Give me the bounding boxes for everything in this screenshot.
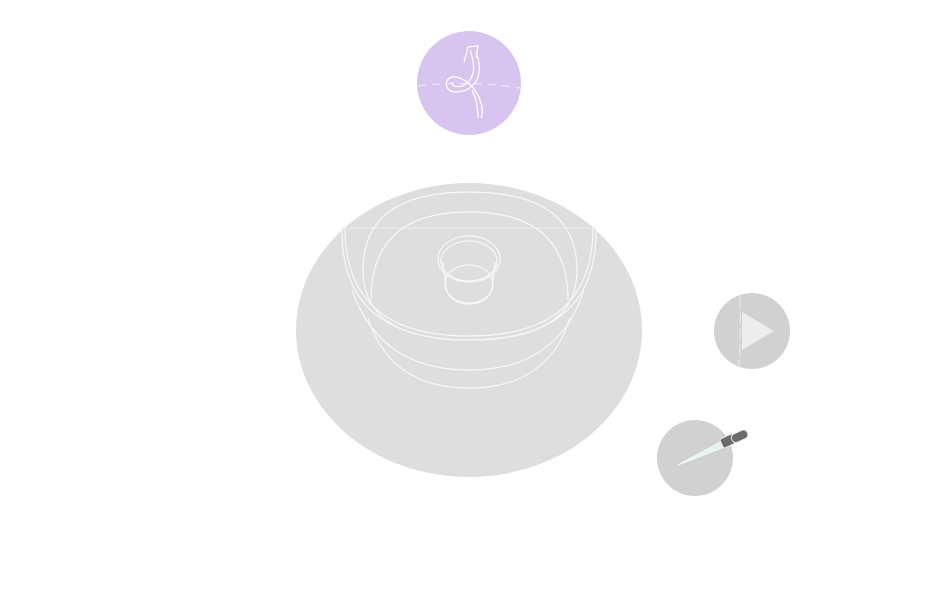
dashed-line (738, 295, 741, 369)
bundt-pan[interactable] (296, 183, 642, 477)
pan-outline (341, 191, 597, 389)
play-icon (742, 312, 774, 350)
stir-arrow-icon (445, 45, 483, 119)
dropper-button[interactable] (657, 420, 749, 496)
mix-button[interactable] (417, 31, 521, 135)
dashed-line (417, 82, 521, 89)
play-button[interactable] (714, 293, 790, 369)
plate[interactable] (296, 183, 642, 477)
dropper-icon (677, 429, 749, 466)
